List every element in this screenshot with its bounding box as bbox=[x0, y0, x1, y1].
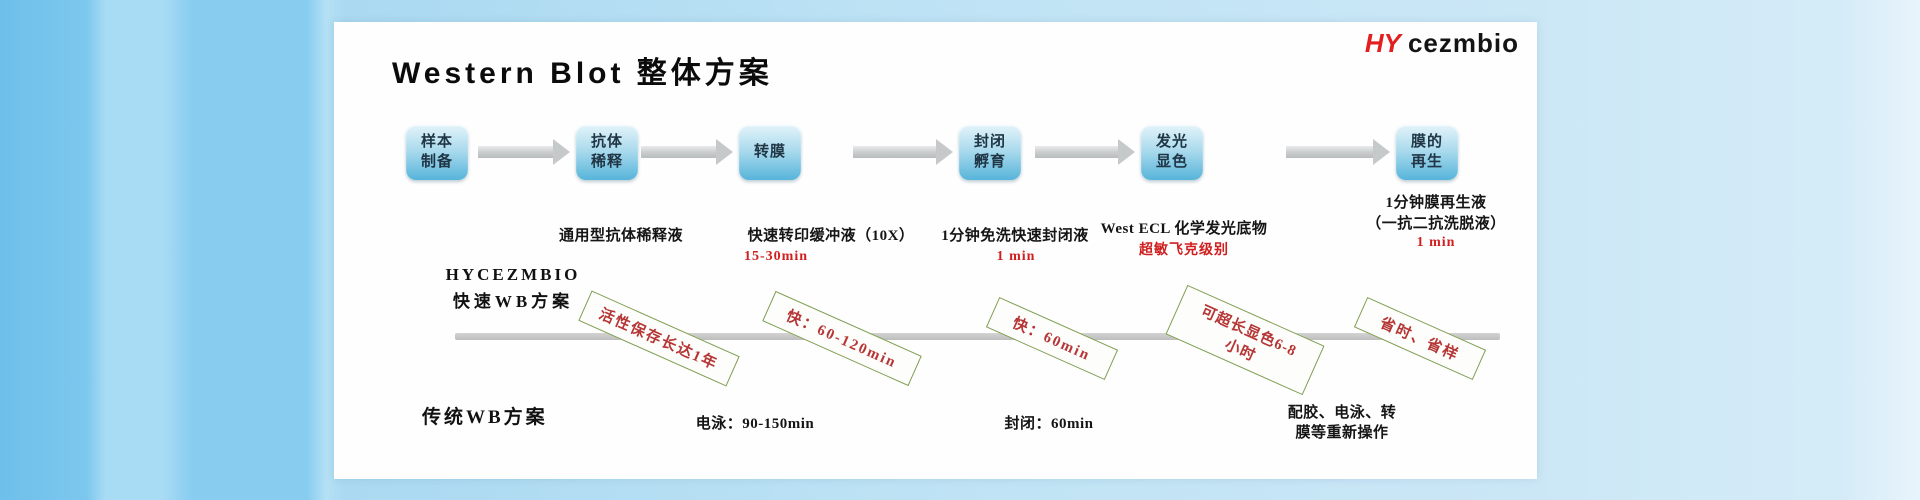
traditional-note-electrophoresis: 电泳：90-150min bbox=[695, 416, 815, 432]
flow-arrow-icon bbox=[478, 139, 570, 165]
flow-step-label: 膜的 bbox=[1410, 134, 1443, 150]
flow-step-antibody-dilution: 抗体 稀释 bbox=[576, 125, 638, 180]
step-note-transfer-time: 15-30min bbox=[744, 249, 808, 264]
flow-arrow-icon bbox=[641, 139, 733, 165]
timeline-bar bbox=[455, 333, 1500, 340]
step-note-regen-solution-sub: （一抗二抗洗脱液） bbox=[1366, 216, 1506, 232]
flow-step-label: 再生 bbox=[1410, 153, 1443, 170]
flow-step-label: 孵育 bbox=[973, 153, 1006, 170]
flow-step-detection: 发光 显色 bbox=[1141, 125, 1203, 180]
flow-step-label: 制备 bbox=[420, 153, 453, 170]
traditional-wb-label: 传统WB方案 bbox=[422, 407, 548, 428]
step-note-regen-solution: 1分钟膜再生液 bbox=[1385, 195, 1487, 211]
flow-step-label: 稀释 bbox=[590, 153, 623, 170]
flow-step-transfer: 转膜 bbox=[739, 125, 801, 180]
step-note-regen-time: 1 min bbox=[1416, 235, 1456, 250]
step-note-antibody-diluent: 通用型抗体稀释液 bbox=[558, 228, 683, 244]
flow-step-membrane-regen: 膜的 再生 bbox=[1396, 125, 1458, 180]
stamp-long-exposure: 可超长显色6-8 小时 bbox=[1165, 284, 1325, 396]
fast-wb-plan-name: 快速WB方案 bbox=[452, 292, 574, 311]
step-note-blocking-time: 1 min bbox=[996, 249, 1036, 264]
flow-step-sample-prep: 样本 制备 bbox=[406, 125, 468, 180]
brand-logo-text: cezmbio bbox=[1407, 28, 1519, 58]
flow-step-label: 转膜 bbox=[753, 143, 786, 160]
traditional-note-redo-line2: 膜等重新操作 bbox=[1295, 425, 1389, 441]
traditional-note-blocking: 封闭：60min bbox=[1004, 416, 1094, 432]
fast-wb-plan-label: HYCEZMBIO 快速WB方案 bbox=[418, 265, 608, 312]
page-title: Western Blot 整体方案 bbox=[392, 57, 773, 90]
flow-step-label: 封闭 bbox=[973, 134, 1006, 150]
flow-step-blocking: 封闭 孵育 bbox=[959, 125, 1021, 180]
flow-arrow-icon bbox=[853, 139, 953, 165]
fast-wb-plan-brand: HYCEZMBIO bbox=[445, 265, 581, 284]
flow-step-label: 显色 bbox=[1155, 153, 1188, 170]
flow-step-label: 发光 bbox=[1155, 134, 1188, 150]
step-note-ecl-substrate: West ECL 化学发光底物 bbox=[1100, 221, 1268, 237]
step-note-ecl-sensitivity: 超敏飞克级别 bbox=[1139, 243, 1229, 258]
step-note-transfer-buffer: 快速转印缓冲液（10X） bbox=[747, 228, 915, 244]
brand-logo-hy: HY bbox=[1364, 28, 1401, 58]
step-note-blocking-buffer: 1分钟免洗快速封闭液 bbox=[941, 228, 1089, 244]
traditional-note-redo-line1: 配胶、电泳、转 bbox=[1287, 405, 1397, 421]
flow-arrow-icon bbox=[1286, 139, 1390, 165]
flow-step-label: 样本 bbox=[420, 134, 453, 150]
flow-step-label: 抗体 bbox=[590, 134, 623, 150]
flow-arrow-icon bbox=[1035, 139, 1135, 165]
